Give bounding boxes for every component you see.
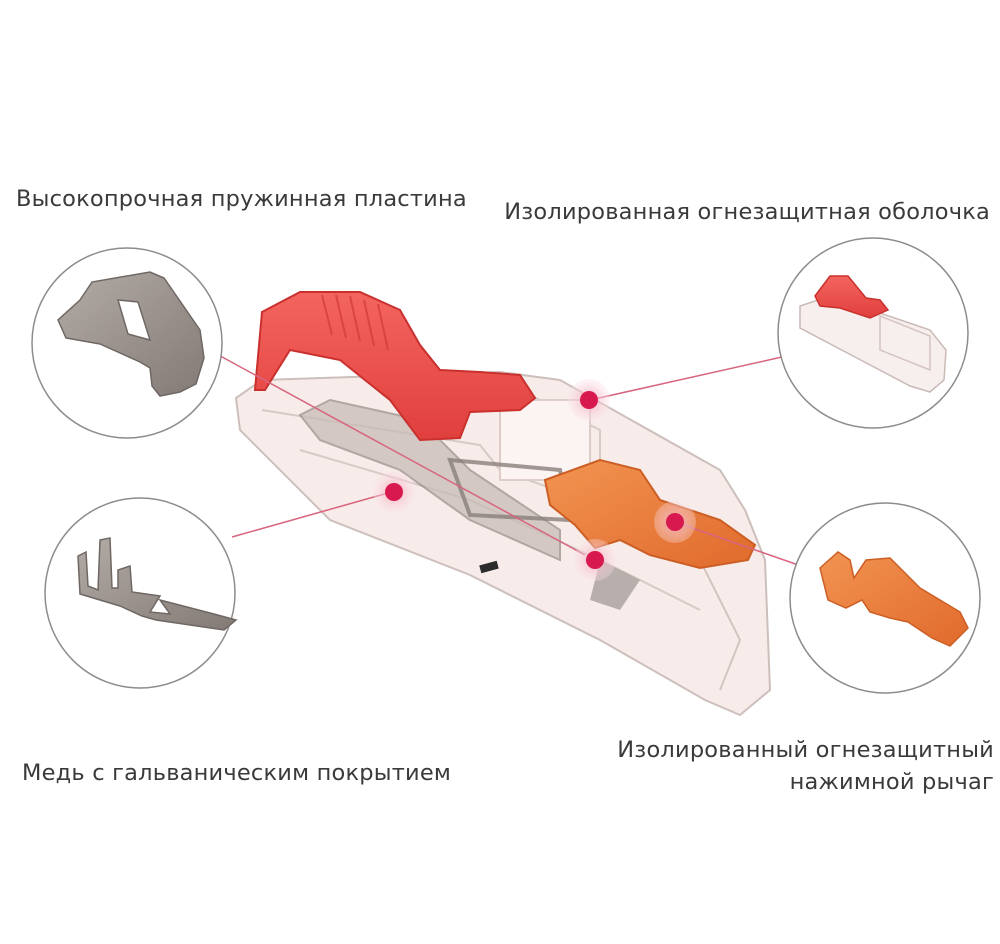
label-spring-plate: Высокопрочная пружинная пластина [16,186,467,212]
detail-circle-spring-plate [31,247,223,439]
label-press-lever-line1: Изолированный огнезащитный [617,737,994,763]
callout-dot-shell [568,379,610,421]
connector-body [234,291,772,717]
label-press-lever-line2: нажимной рычаг [789,769,994,795]
callout-dot-copper [373,471,415,513]
callout-dot-lever [654,501,696,543]
label-insulated-shell: Изолированная огнезащитная оболочка [504,199,990,225]
detail-circle-insulated-shell [777,237,969,429]
detail-circle-press-lever [789,502,981,694]
label-copper-plated: Медь с гальваническим покрытием [22,760,452,786]
red-lever [253,291,537,442]
inner-clamp [298,398,561,562]
spring-plate-image [57,271,205,397]
detail-circle-copper [44,497,238,689]
callout-lines [212,351,805,568]
press-lever-image [819,551,969,647]
label-press-lever: Изолированный огнезащитный нажимной рыча… [617,734,994,798]
copper-part-image [77,537,238,631]
callout-dot-spring [574,539,616,581]
